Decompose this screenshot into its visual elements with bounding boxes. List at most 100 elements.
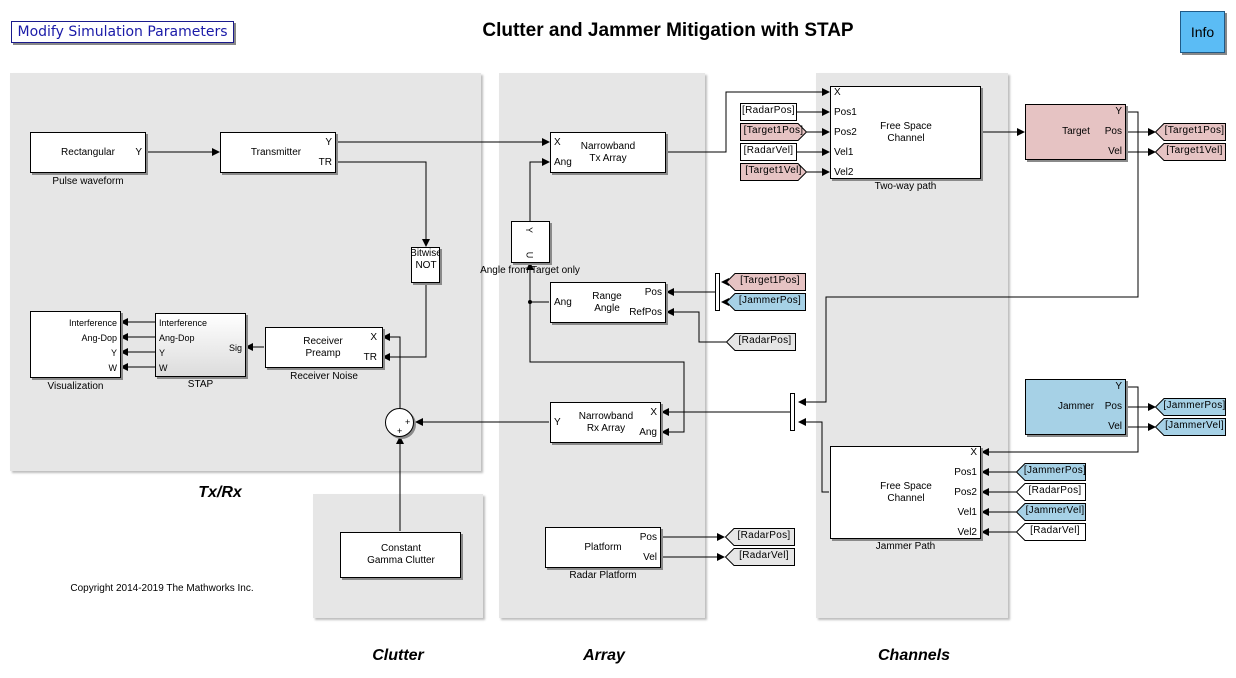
port-pos2: Pos2 xyxy=(834,127,857,138)
from-tag-target1pos-b[interactable]: [Target1Pos] xyxy=(725,273,806,291)
selector-block[interactable]: Y U xyxy=(511,221,550,263)
copyright-text: Copyright 2014-2019 The Mathworks Inc. xyxy=(70,583,254,594)
port-vel: Vel xyxy=(1108,421,1122,432)
range-line1: Range xyxy=(592,291,622,302)
block-label: Target xyxy=(1062,126,1090,137)
from-tag-radarvel[interactable]: [RadarVel] xyxy=(740,143,797,161)
port-pos: Pos xyxy=(639,532,657,543)
selector-u: U xyxy=(524,251,535,259)
block-label: Platform xyxy=(584,542,622,553)
port-x: X xyxy=(970,447,977,458)
from-tag-target1pos[interactable]: [Target1Pos] xyxy=(740,123,808,141)
port-y: Y xyxy=(554,417,561,428)
rectangular-waveform-block[interactable]: Rectangular Y xyxy=(30,132,146,173)
port-pos: Pos xyxy=(1104,401,1122,412)
clutter-line1: Constant xyxy=(380,543,422,554)
from-tag-radarpos-c[interactable]: [RadarPos] xyxy=(1015,483,1086,501)
clutter-line2: Gamma Clutter xyxy=(367,555,435,566)
port-vel2: Vel2 xyxy=(957,527,977,538)
channels-label: Channels xyxy=(877,647,950,664)
target-block[interactable]: Target Y Pos Vel xyxy=(1025,104,1126,160)
port-vel2: Vel2 xyxy=(834,167,854,178)
sum-block[interactable]: + + xyxy=(385,408,414,437)
port-ang: Ang xyxy=(639,427,657,438)
two-way-channel-block[interactable]: Free Space Channel X Pos1 Pos2 Vel1 Vel2 xyxy=(830,86,981,179)
port-x: X xyxy=(650,407,657,418)
goto-tag-jammervel[interactable]: [JammerVel] xyxy=(1154,418,1226,436)
two-way-path-name: Two-way path xyxy=(874,181,937,192)
jpath-line2: Channel xyxy=(887,493,925,504)
receiver-line2: Preamp xyxy=(305,348,341,359)
goto-tag-target1vel[interactable]: [Target1Vel] xyxy=(1154,143,1226,161)
stap-name: STAP xyxy=(187,379,214,390)
port-pos: Pos xyxy=(1104,126,1122,137)
from-tag-jammerpos-b[interactable]: [JammerPos] xyxy=(725,293,806,311)
txarray-line1: Narrowband xyxy=(580,141,636,152)
platform-block[interactable]: Platform Pos Vel xyxy=(545,527,661,568)
page-title: Clutter and Jammer Mitigation with STAP xyxy=(482,20,854,41)
jammer-block[interactable]: Jammer Y Pos Vel xyxy=(1025,379,1126,435)
port-pos1: Pos1 xyxy=(954,467,977,478)
pulse-waveform-name: Pulse waveform xyxy=(52,176,124,187)
port-y: Y xyxy=(159,348,166,358)
narrowband-tx-array-block[interactable]: Narrowband Tx Array X Ang xyxy=(550,132,666,173)
port-y: Y xyxy=(135,147,142,158)
receiver-preamp-block[interactable]: Receiver Preamp X TR xyxy=(265,327,383,368)
modify-parameters-button[interactable]: Modify Simulation Parameters xyxy=(11,21,234,43)
twoway-line2: Channel xyxy=(887,133,925,144)
from-tag-target1vel[interactable]: [Target1Vel] xyxy=(740,163,808,181)
goto-tag-target1pos[interactable]: [Target1Pos] xyxy=(1154,123,1226,141)
from-tag-jammerpos-c[interactable]: [JammerPos] xyxy=(1015,463,1086,481)
bitwise-not-block[interactable]: Bitwise NOT xyxy=(411,247,440,283)
transmitter-block[interactable]: Transmitter Y TR xyxy=(220,132,336,173)
port-x: X xyxy=(834,87,841,98)
txrx-label: Tx/Rx xyxy=(198,484,242,501)
constant-gamma-clutter-block[interactable]: Constant Gamma Clutter xyxy=(340,532,461,578)
port-w: W xyxy=(159,363,168,373)
port-refpos: RefPos xyxy=(629,307,662,318)
block-label: Transmitter xyxy=(250,147,302,158)
port-w: W xyxy=(108,363,118,373)
range-angle-block[interactable]: Range Angle Ang Pos RefPos xyxy=(550,282,666,323)
from-tag-radarvel-c[interactable]: [RadarVel] xyxy=(1015,523,1086,541)
block-label: Jammer xyxy=(1057,401,1095,412)
stap-block[interactable]: Interference Ang-Dop Y W Sig xyxy=(155,313,246,377)
port-vel1: Vel1 xyxy=(834,147,854,158)
port-ang-dop: Ang-Dop xyxy=(81,333,117,343)
port-y: Y xyxy=(1115,106,1122,117)
rxarray-line2: Rx Array xyxy=(586,423,626,434)
goto-tag-radarvel[interactable]: [RadarVel] xyxy=(724,548,795,566)
port-interference: Interference xyxy=(68,318,117,328)
port-pos1: Pos1 xyxy=(834,107,857,118)
sum-plus-bottom: + xyxy=(397,426,403,436)
goto-tag-radarpos[interactable]: [RadarPos] xyxy=(724,528,795,546)
port-sig: Sig xyxy=(228,343,242,353)
rxarray-line1: Narrowband xyxy=(578,411,634,422)
port-ang: Ang xyxy=(554,297,572,308)
port-vel: Vel xyxy=(1108,146,1122,157)
from-tag-radarpos-b[interactable]: [RadarPos] xyxy=(725,333,796,351)
mux-block[interactable] xyxy=(715,273,720,311)
block-label: Rectangular xyxy=(61,147,115,158)
array-label: Array xyxy=(583,647,625,664)
from-tag-radarpos[interactable]: [RadarPos] xyxy=(740,103,797,121)
bitwise-line2: NOT xyxy=(415,260,437,271)
port-vel1: Vel1 xyxy=(957,507,977,518)
visualization-block[interactable]: Interference Ang-Dop Y W xyxy=(30,311,121,378)
mux-block[interactable] xyxy=(790,393,795,431)
goto-tag-jammerpos[interactable]: [JammerPos] xyxy=(1154,398,1226,416)
port-tr: TR xyxy=(363,352,377,363)
angle-from-target-name: Angle from Target only xyxy=(480,265,580,276)
clutter-label: Clutter xyxy=(372,647,424,664)
jammer-path-channel-block[interactable]: Free Space Channel X Pos1 Pos2 Vel1 Vel2 xyxy=(830,446,981,539)
info-button[interactable]: Info xyxy=(1180,11,1225,53)
port-tr: TR xyxy=(318,157,332,168)
narrowband-rx-array-block[interactable]: Narrowband Rx Array Y X Ang xyxy=(550,402,661,443)
range-line2: Angle xyxy=(594,303,620,314)
selector-y: Y xyxy=(524,226,535,234)
radar-platform-name: Radar Platform xyxy=(569,570,637,581)
twoway-line1: Free Space xyxy=(880,121,932,132)
from-tag-jammervel-c[interactable]: [JammerVel] xyxy=(1015,503,1086,521)
port-vel: Vel xyxy=(643,552,657,563)
